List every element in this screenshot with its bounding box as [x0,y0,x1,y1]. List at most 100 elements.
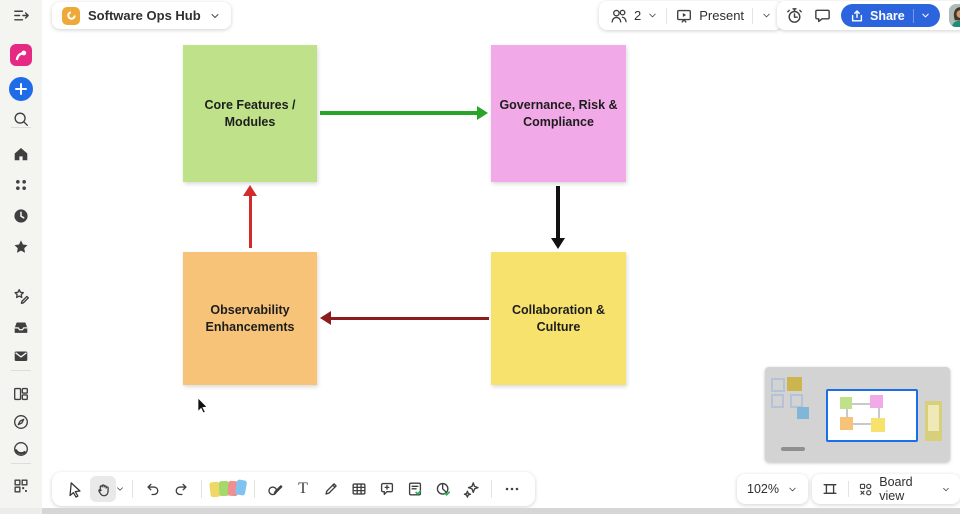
connector-core-to-governance[interactable] [320,106,488,120]
home-icon[interactable] [8,141,34,167]
board-view-button[interactable]: Board view [858,475,951,503]
sticky-note-label: Core Features / Modules [204,98,296,129]
apps-icon[interactable] [8,172,34,198]
minimap-note [840,417,853,430]
chart-check-tool[interactable] [430,476,456,502]
projects-icon[interactable] [8,381,34,407]
left-sidebar [0,0,42,508]
chat-icon[interactable] [813,6,832,25]
recent-icon[interactable] [8,203,34,229]
board-thumbnail-icon [62,6,80,25]
chevron-down-icon [789,487,796,491]
user-avatar[interactable] [948,4,960,27]
sidebar-divider [11,127,31,128]
redo-button[interactable] [168,476,194,502]
collaboration-bar: 2 Present [599,1,783,30]
divider [752,7,754,24]
present-label: Present [699,8,745,23]
zoom-level: 102% [747,482,779,496]
undo-button[interactable] [140,476,166,502]
search-icon[interactable] [8,106,34,132]
people-icon [611,9,627,23]
connector-governance-to-collaboration[interactable] [551,186,565,249]
divider [848,481,849,497]
more-tools-button[interactable] [499,476,525,502]
hand-tool[interactable] [90,476,116,502]
inbox-icon[interactable] [8,314,34,340]
minimap[interactable] [765,367,950,462]
share-icon [851,9,863,22]
table-tool[interactable] [346,476,372,502]
window-bottom-edge [0,508,960,514]
minimap-note [870,395,883,408]
minimap-note [840,397,852,409]
pen-tool[interactable] [318,476,344,502]
hand-tool-chevron-icon[interactable] [115,484,125,494]
minimap-shape [771,378,785,392]
sticky-note-label: Collaboration & Culture [511,303,606,334]
text-tool-glyph: T [298,480,308,497]
zoom-control[interactable]: 102% [737,474,808,504]
share-button[interactable]: Share [841,4,940,27]
sticky-note-collaboration[interactable]: Collaboration & Culture [491,252,626,385]
sidebar-divider [11,370,31,371]
present-options-chevron-icon[interactable] [761,10,772,21]
explore-compass-icon[interactable] [8,409,34,435]
shapes-tool[interactable] [262,476,288,502]
share-label: Share [870,8,905,23]
mouse-cursor [197,397,209,414]
app-logo-icon[interactable] [8,42,34,68]
sticky-note-label: Observability Enhancements [205,303,295,334]
doc-check-tool[interactable] [402,476,428,502]
frames-icon[interactable] [821,480,839,498]
sidebar-divider [11,463,31,464]
board-title-menu[interactable]: Software Ops Hub [52,2,231,29]
starred-icon[interactable] [8,234,34,260]
divider [666,7,668,24]
board-view-icon [859,483,872,495]
share-options-chevron-icon [922,13,929,18]
minimap-viewport[interactable] [826,389,918,442]
sticky-note-tool[interactable] [209,476,248,502]
divider [132,480,133,498]
view-switcher: Board view [812,474,960,504]
timer-icon[interactable] [785,6,804,25]
sticky-note-label: Governance, Risk & Compliance [499,98,618,129]
scan-qr-icon[interactable] [8,473,34,499]
chevron-down-icon [649,13,656,18]
view-mode-label: Board view [879,475,913,503]
connector-observability-to-core[interactable] [243,185,257,249]
minimap-shape [781,447,805,451]
collapse-sidebar-icon[interactable] [8,2,34,28]
collaborators-button[interactable]: 2 [609,7,658,25]
divider [912,8,914,23]
divider [491,480,492,498]
minimap-shape [797,407,809,419]
ai-assist-tool[interactable] [458,476,484,502]
divider [254,480,255,498]
chevron-down-icon [211,13,219,18]
present-icon [677,9,692,23]
actions-bar: Share [777,1,960,30]
profile-icon[interactable] [8,436,34,462]
collaborators-count: 2 [634,8,642,23]
tool-bar: T [52,472,535,506]
sticky-note-observability[interactable]: Observability Enhancements [183,252,317,385]
present-button[interactable]: Present [675,7,744,25]
mail-icon[interactable] [8,343,34,369]
window-bottom-edge [0,508,42,514]
comment-tool[interactable] [374,476,400,502]
sticky-note-core-features[interactable]: Core Features / Modules [183,45,317,182]
text-tool[interactable]: T [290,476,316,502]
connector-collaboration-to-observability[interactable] [320,311,490,325]
templates-icon[interactable] [8,283,34,309]
divider [201,480,202,498]
create-new-button[interactable] [8,76,34,102]
minimap-shape [787,377,802,391]
chevron-down-icon [943,487,949,491]
select-tool[interactable] [62,476,88,502]
minimap-shape [790,394,803,408]
sticky-note-governance[interactable]: Governance, Risk & Compliance [491,45,626,182]
board-title: Software Ops Hub [88,8,201,23]
